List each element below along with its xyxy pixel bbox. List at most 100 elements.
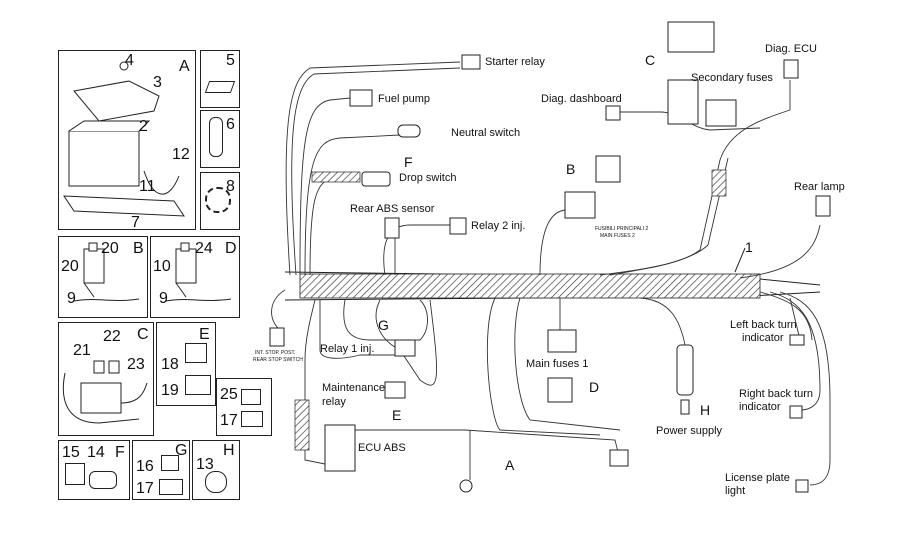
panel-letter-h: H: [223, 442, 235, 459]
label-license-2: light: [725, 485, 746, 497]
ecu-abs-connector: [324, 424, 356, 472]
label-relay2-inj: Relay 2 inj.: [471, 220, 526, 232]
panel-d: 24 10 9 D: [150, 236, 240, 318]
panel-25-17: 25 17: [216, 378, 272, 436]
panel-e: 18 19 E: [156, 322, 216, 406]
part-10: 10: [153, 258, 171, 275]
zone-letter-g: G: [378, 317, 389, 333]
part-16: 16: [136, 458, 154, 475]
part-21: 21: [73, 342, 91, 359]
label-rear-lamp: Rear lamp: [794, 181, 845, 193]
part-3: 3: [153, 74, 162, 91]
harness-number-1: 1: [745, 239, 753, 255]
part-25-relay: [241, 389, 261, 405]
part-23: 23: [127, 356, 145, 373]
part-16-relay: [161, 455, 179, 471]
label-relay1-inj: Relay 1 inj.: [320, 343, 375, 355]
part-18: 18: [161, 356, 179, 373]
zone-letter-e: E: [392, 407, 402, 423]
label-left-turn-2: indicator: [742, 332, 784, 344]
ecu-c-module: [667, 21, 715, 53]
label-right-turn-2: indicator: [739, 401, 781, 413]
part-15: 15: [62, 444, 80, 461]
label-ecu-abs: ECU ABS: [358, 442, 406, 454]
label-right-turn-1: Right back turn: [739, 388, 813, 400]
panel-b: 20 20 9 B: [58, 236, 148, 318]
part-19: 19: [161, 382, 179, 399]
lower-branch-wires: [271, 289, 831, 486]
label-maintenance: Maintenance: [322, 382, 385, 394]
panel-h: 13 H: [192, 440, 240, 500]
label-drop-switch: Drop switch: [399, 172, 457, 184]
trunk-hatch-upper: [711, 169, 727, 197]
part-5-pad: [204, 81, 236, 93]
zone-letter-a: A: [505, 457, 515, 473]
battery-drawing: [63, 61, 185, 217]
zone-letter-h: H: [700, 402, 711, 418]
panel-letter-b: B: [133, 240, 144, 257]
label-secondary-fuses: Secondary fuses: [691, 72, 773, 84]
panel-letter-c: C: [137, 326, 149, 343]
part-13: 13: [196, 456, 214, 473]
neutral-switch-connector: [397, 124, 421, 138]
label-fuel-pump: Fuel pump: [378, 93, 430, 105]
right-turn-connector: [789, 405, 803, 419]
label-fusibili-2: MAIN FUSES 2: [600, 233, 635, 239]
relay1-connector: [394, 339, 416, 357]
part-6: 6: [226, 116, 235, 133]
maintenance-relay-connector: [384, 381, 406, 399]
zone-letter-c: C: [645, 52, 656, 68]
part-6-strap: [209, 117, 223, 157]
left-turn-connector: [789, 334, 805, 346]
label-power-supply: Power supply: [656, 425, 723, 437]
label-int-stop-1: INT. STOP. POST.: [255, 350, 296, 356]
part-8: 8: [226, 178, 235, 195]
label-main-fuses-1: Main fuses 1: [526, 358, 589, 370]
label-license-1: License plate: [725, 472, 790, 484]
relay2-connector: [449, 217, 467, 235]
part-4: 4: [125, 52, 134, 69]
part-14-switch: [89, 471, 117, 489]
fuse-box-d: [547, 377, 573, 403]
part-20-top: 20: [101, 240, 119, 257]
power-supply-terminal: [680, 399, 690, 415]
stop-switch-connector: [269, 327, 285, 347]
part-19-holder: [185, 375, 211, 395]
part-24: 24: [195, 240, 213, 257]
part-20-left: 20: [61, 258, 79, 275]
panel-8: 8: [200, 172, 240, 230]
zone-letter-d: D: [589, 379, 600, 395]
part-2: 2: [139, 118, 148, 135]
harness-leader-line: [734, 247, 746, 273]
label-neutral-switch: Neutral switch: [451, 127, 521, 139]
harness-hatched-section: [299, 273, 761, 299]
panel-c-drawing: [62, 360, 148, 424]
diag-ecu-connector: [783, 59, 799, 79]
label-starter-relay: Starter relay: [485, 56, 545, 68]
panel-6: 6: [200, 110, 240, 168]
main-fuses-1-block: [547, 329, 577, 353]
label-diag-ecu: Diag. ECU: [765, 43, 817, 55]
part-7: 7: [131, 214, 140, 231]
panel-d-drawing: [165, 242, 232, 302]
secondary-fuse-holder: [705, 99, 737, 127]
panel-letter-e: E: [199, 326, 210, 343]
part-14: 14: [87, 444, 105, 461]
label-left-turn-1: Left back turn: [730, 319, 797, 331]
cable-a-end: [609, 449, 629, 467]
part-17: 17: [220, 412, 238, 429]
part-11: 11: [139, 178, 156, 195]
part-17-g: 17: [136, 480, 154, 497]
part-12: 12: [172, 146, 190, 163]
label-int-stop-2: REAR STOP SWITCH: [253, 357, 303, 363]
label-diag-dashboard: Diag. dashboard: [541, 93, 622, 105]
panel-5: 5: [200, 50, 240, 108]
panel-f: 15 14 F: [58, 440, 130, 500]
zone-letter-f: F: [404, 154, 413, 170]
diag-dashboard-connector: [605, 105, 621, 121]
part-9-d: 9: [159, 290, 168, 307]
panel-letter-a: A: [179, 58, 190, 75]
license-connector: [795, 479, 809, 493]
fuel-pump-connector: [349, 89, 373, 107]
rear-lamp-connector: [815, 195, 831, 217]
